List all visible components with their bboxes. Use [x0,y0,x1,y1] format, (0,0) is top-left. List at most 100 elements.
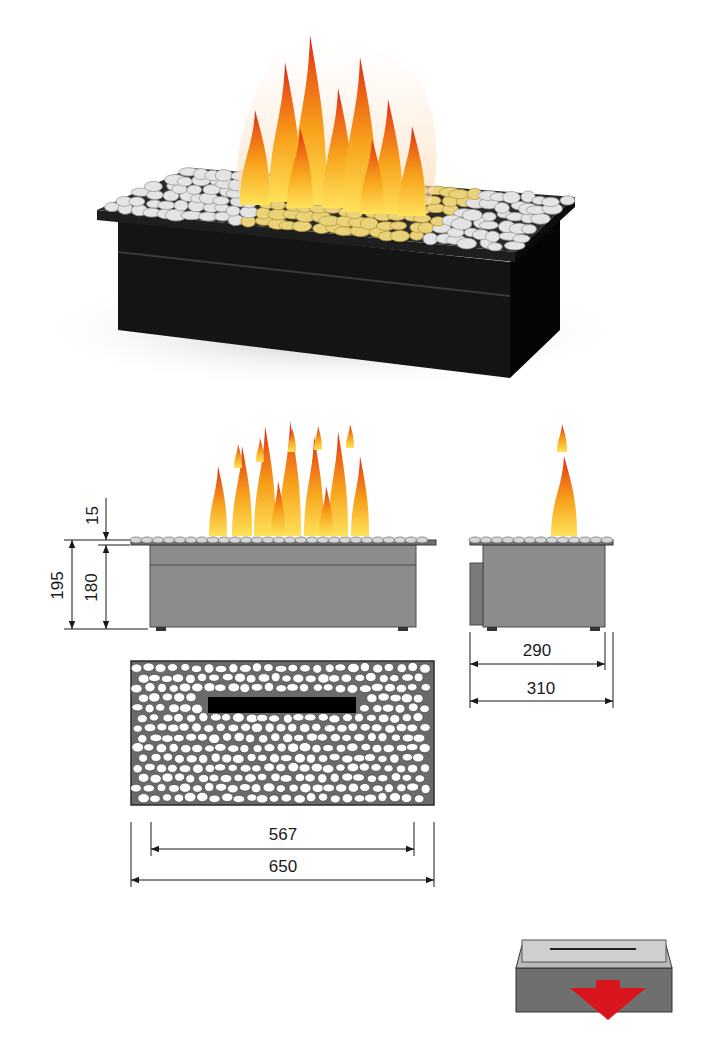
pebble [143,785,155,792]
pebble [174,713,184,722]
pebble [371,724,382,732]
pebble [239,784,250,792]
flame [551,456,577,536]
down-arrow [570,980,646,1020]
pebble [132,704,143,711]
pebble [197,792,208,801]
pebble [204,783,214,792]
pebble [271,773,281,782]
pebble [269,715,280,722]
pebble [276,685,287,692]
dimension-label: 567 [267,825,299,844]
pebble [258,674,270,683]
dimension-line [470,701,613,702]
pebble [271,733,280,742]
pebble [150,774,161,783]
pebble [167,664,177,672]
pebble [383,537,395,543]
pebble [131,784,142,792]
pebble [209,795,220,802]
pebble [227,785,238,793]
pebble [256,795,268,803]
pebble [313,684,322,692]
pebble [186,674,196,683]
pebble [174,754,184,763]
pebble [413,713,423,722]
pebble [378,793,387,802]
pebble [149,674,161,681]
pebble [355,674,365,681]
pebble [199,754,208,763]
extension-line [131,822,132,887]
pebble [373,705,382,713]
pebble [318,793,327,801]
pebble [329,675,340,683]
install-icon [516,940,672,1020]
icon-plate [522,940,666,962]
pebble [207,537,219,543]
pebble [560,196,575,205]
pebble [192,744,203,752]
pebble [187,185,202,195]
pebble [390,222,407,230]
pebble [305,774,316,782]
pebble [330,773,339,782]
pebble [390,754,400,763]
pebble [342,734,352,741]
pebble [449,190,470,199]
pebble [292,221,311,232]
foot [590,627,600,631]
pebble [324,725,335,733]
pebble [193,785,203,793]
pebble [317,537,329,543]
pebble [264,744,275,752]
pebble [152,537,164,543]
pebble [318,755,328,763]
pebble [284,537,296,543]
pebble [162,735,174,743]
flame [314,426,322,450]
pebble [491,537,503,543]
plate-front [97,210,515,262]
pebble [288,664,298,672]
flame [271,481,285,536]
pebble [542,197,560,206]
pebble [138,674,149,683]
pebble [205,745,215,752]
pebble [336,744,346,752]
pebble [138,735,147,744]
pebble [336,784,347,792]
pebble [144,724,156,732]
foot [398,627,408,631]
burner-slot [208,697,356,713]
pebble [157,784,166,792]
plate [131,661,434,805]
pebble [168,764,178,772]
pebble [336,764,345,771]
extension-line [470,632,471,708]
pebble [367,694,377,703]
pebble [513,537,525,543]
pebble [486,231,500,242]
pebble [229,537,241,543]
pebble [168,724,180,732]
pebble [406,744,418,751]
pebbles [131,662,431,803]
pebble [360,784,370,792]
pebble [157,723,167,731]
extension-line [613,632,614,708]
pebble [416,537,428,543]
pebble [457,238,477,249]
pebble [347,743,358,752]
pebble [419,744,430,753]
pebble [221,714,230,722]
pebble [222,673,233,681]
pebble [144,181,162,191]
pebble [133,725,142,732]
pebble [339,537,351,543]
pebble [132,743,144,753]
pebble [228,683,240,692]
pebble [251,683,263,691]
